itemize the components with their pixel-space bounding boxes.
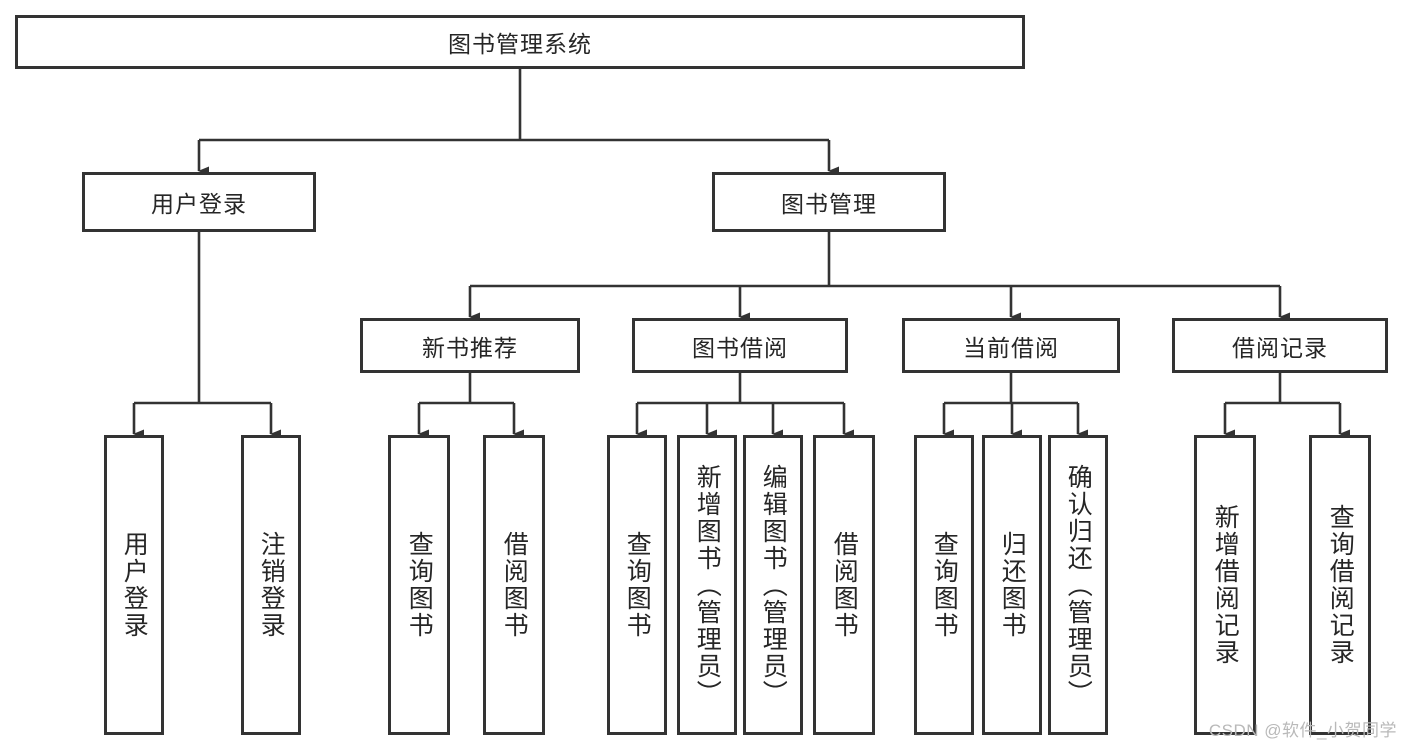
watermark-text: CSDN @软件_小贺同学 bbox=[1208, 721, 1397, 740]
node-label: 借阅图书 bbox=[830, 531, 859, 639]
node-label: 用户登录 bbox=[151, 191, 247, 217]
node-bookmgmt[interactable]: 图书管理 bbox=[712, 172, 946, 232]
node-label: 查询借阅记录 bbox=[1326, 504, 1355, 666]
node-current[interactable]: 当前借阅 bbox=[902, 318, 1120, 373]
node-label: 新增借阅记录 bbox=[1211, 504, 1240, 666]
node-login[interactable]: 用户登录 bbox=[82, 172, 316, 232]
node-leaf12[interactable]: 新增借阅记录 bbox=[1194, 435, 1256, 735]
node-leaf4[interactable]: 借阅图书 bbox=[483, 435, 545, 735]
node-records[interactable]: 借阅记录 bbox=[1172, 318, 1388, 373]
node-leaf7[interactable]: 编辑图书（管理员） bbox=[743, 435, 803, 735]
node-label: 用户登录 bbox=[120, 531, 149, 639]
node-label: 图书借阅 bbox=[692, 334, 788, 361]
node-borrow[interactable]: 图书借阅 bbox=[632, 318, 848, 373]
node-label: 注销登录 bbox=[257, 531, 286, 639]
node-leaf2[interactable]: 注销登录 bbox=[241, 435, 301, 735]
node-leaf9[interactable]: 查询图书 bbox=[914, 435, 974, 735]
node-label: 新书推荐 bbox=[422, 334, 518, 361]
node-label: 图书管理 bbox=[781, 191, 877, 217]
node-leaf11[interactable]: 确认归还（管理员） bbox=[1048, 435, 1108, 735]
node-leaf6[interactable]: 新增图书（管理员） bbox=[677, 435, 737, 735]
node-label: 图书管理系统 bbox=[448, 31, 592, 57]
node-label: 查询图书 bbox=[405, 531, 434, 639]
node-label: 借阅记录 bbox=[1232, 334, 1328, 361]
node-leaf1[interactable]: 用户登录 bbox=[104, 435, 164, 735]
node-label: 确认归还（管理员） bbox=[1064, 463, 1093, 707]
node-label: 查询图书 bbox=[623, 531, 652, 639]
node-leaf13[interactable]: 查询借阅记录 bbox=[1309, 435, 1371, 735]
node-leaf5[interactable]: 查询图书 bbox=[607, 435, 667, 735]
node-label: 查询图书 bbox=[930, 531, 959, 639]
node-label: 编辑图书（管理员） bbox=[759, 463, 788, 707]
node-label: 新增图书（管理员） bbox=[693, 463, 722, 707]
node-leaf3[interactable]: 查询图书 bbox=[388, 435, 450, 735]
node-leaf10[interactable]: 归还图书 bbox=[982, 435, 1042, 735]
node-label: 当前借阅 bbox=[963, 334, 1059, 361]
node-root[interactable]: 图书管理系统 bbox=[15, 15, 1025, 69]
node-label: 归还图书 bbox=[998, 531, 1027, 639]
node-leaf8[interactable]: 借阅图书 bbox=[813, 435, 875, 735]
node-newrec[interactable]: 新书推荐 bbox=[360, 318, 580, 373]
node-label: 借阅图书 bbox=[500, 531, 529, 639]
